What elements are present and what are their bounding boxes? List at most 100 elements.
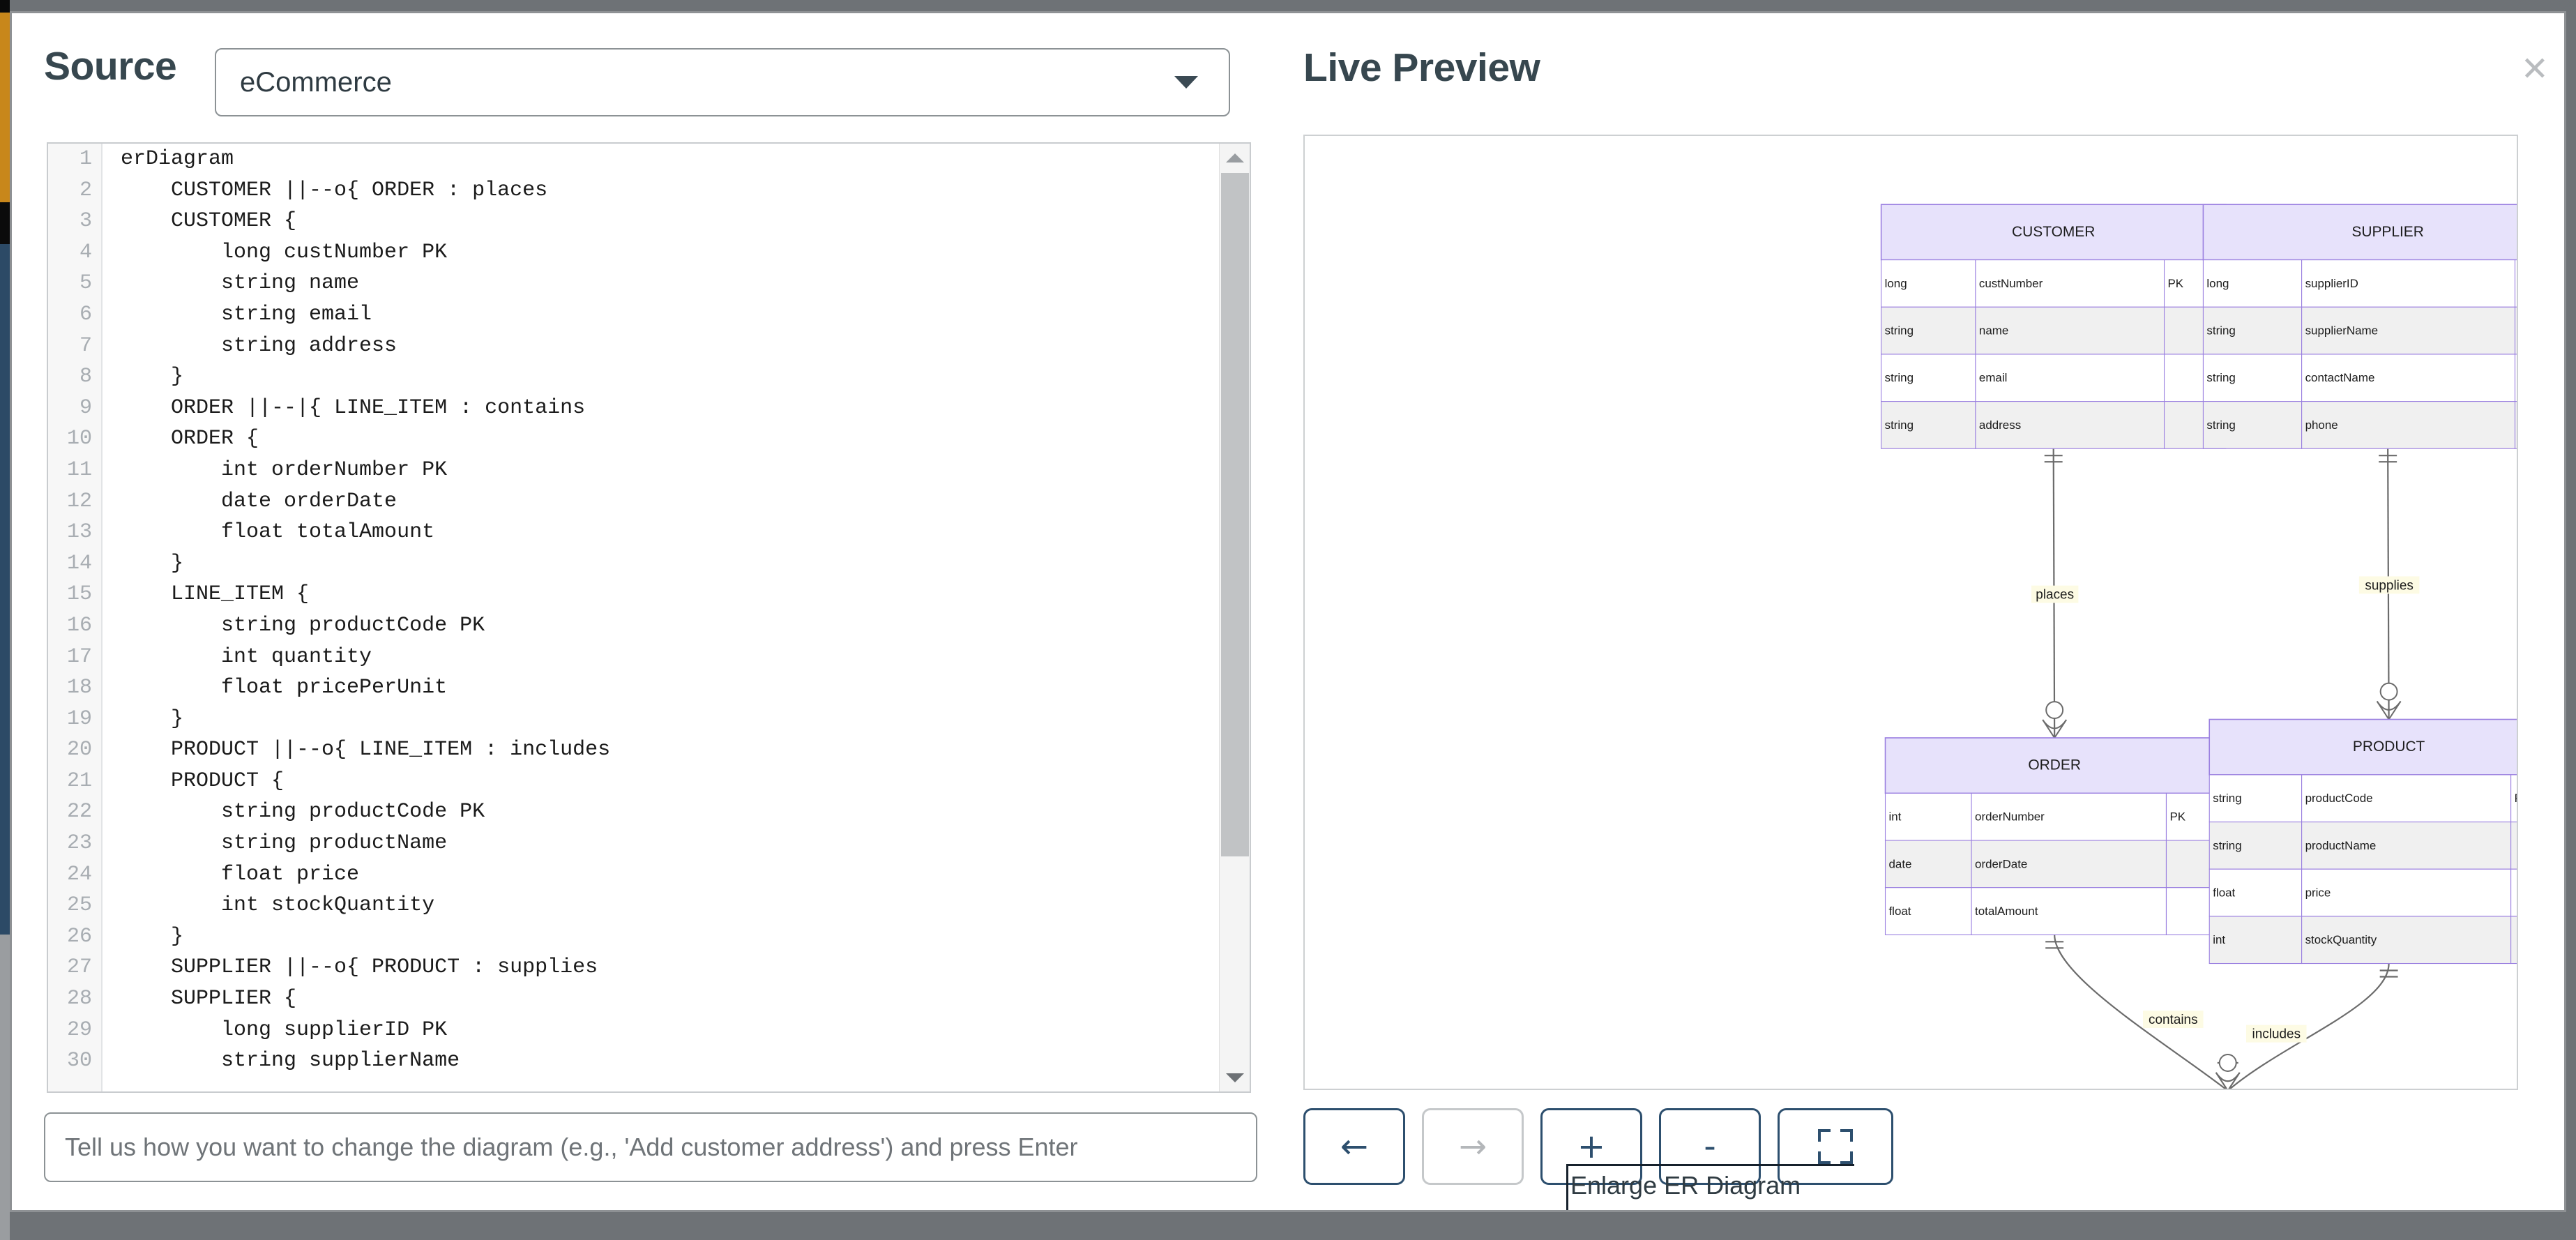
code-line[interactable]: CUSTOMER { (121, 209, 297, 234)
scroll-up-button[interactable] (1220, 144, 1250, 172)
line-number: 29 (66, 1018, 92, 1042)
code-content[interactable]: erDiagram CUSTOMER ||--o{ ORDER : places… (103, 144, 1218, 1091)
line-number: 15 (66, 582, 92, 607)
line-number: 1 (79, 147, 92, 171)
scrollbar-thumb[interactable] (1221, 173, 1249, 856)
back-button[interactable]: ← (1303, 1108, 1405, 1185)
code-line[interactable]: string name (121, 271, 360, 296)
er-attribute: email (1979, 371, 2007, 384)
line-number: 8 (79, 365, 92, 389)
code-line[interactable]: CUSTOMER ||--o{ ORDER : places (121, 178, 548, 202)
code-line[interactable]: PRODUCT ||--o{ LINE_ITEM : includes (121, 738, 611, 762)
bg-band-gray (0, 935, 10, 1240)
er-attribute: name (1979, 324, 2008, 338)
code-line[interactable]: float pricePerUnit (121, 676, 448, 700)
preview-toolbar: ← → + - (1303, 1108, 1893, 1185)
code-line[interactable]: long supplierID PK (121, 1018, 448, 1042)
code-line[interactable]: string email (121, 302, 372, 326)
line-number: 26 (66, 924, 92, 948)
er-attribute: string (1885, 418, 1914, 432)
code-line[interactable]: } (121, 551, 184, 575)
code-line[interactable]: erDiagram (121, 147, 234, 171)
er-entity-name: SUPPLIER (2351, 224, 2424, 240)
code-line[interactable]: } (121, 706, 184, 731)
line-number: 17 (66, 644, 92, 669)
er-attribute: contactName (2305, 371, 2375, 384)
er-attribute: PK (2169, 810, 2185, 824)
line-number: 11 (66, 458, 92, 482)
prompt-placeholder: Tell us how you want to change the diagr… (65, 1133, 1078, 1161)
line-number: 30 (66, 1049, 92, 1073)
code-line[interactable]: date orderDate (121, 489, 397, 513)
editor-scrollbar[interactable] (1219, 144, 1250, 1091)
code-line[interactable]: } (121, 924, 184, 948)
code-line[interactable]: string productCode PK (121, 800, 485, 824)
code-line[interactable]: int orderNumber PK (121, 458, 448, 482)
code-line[interactable]: long custNumber PK (121, 240, 448, 264)
zoom-out-button[interactable]: - (1659, 1108, 1761, 1185)
er-relationship-label: contains (2149, 1013, 2198, 1027)
er-attribute: price (2305, 886, 2331, 900)
er-attribute: int (2213, 933, 2225, 946)
code-line[interactable]: int quantity (121, 644, 372, 669)
code-line[interactable]: } (121, 365, 184, 389)
source-select[interactable]: eCommerce (215, 48, 1230, 116)
er-relationship: supplies (2358, 448, 2420, 720)
close-icon[interactable]: ✕ (2520, 50, 2549, 89)
bg-band-orange (0, 13, 10, 202)
er-attribute: orderDate (1975, 857, 2027, 870)
er-attribute: PK (2168, 277, 2184, 290)
er-attribute: string (1885, 371, 1914, 384)
line-number: 23 (66, 831, 92, 856)
line-number: 24 (66, 862, 92, 886)
er-attribute: string (2206, 418, 2235, 432)
line-number: 18 (66, 676, 92, 700)
code-line[interactable]: SUPPLIER ||--o{ PRODUCT : supplies (121, 955, 598, 980)
fullscreen-button[interactable] (1778, 1108, 1893, 1185)
code-line[interactable]: PRODUCT { (121, 769, 285, 793)
tooltip-text: Enlarge ER Diagram (1570, 1171, 1801, 1200)
code-line[interactable]: LINE_ITEM { (121, 582, 310, 607)
code-line[interactable]: float price (121, 862, 360, 886)
er-relationship-label: supplies (2365, 578, 2413, 593)
er-attribute: PK (2515, 792, 2517, 805)
code-line[interactable]: string productCode PK (121, 613, 485, 637)
zoom-in-button[interactable]: + (1540, 1108, 1642, 1185)
line-number: 9 (79, 395, 92, 420)
er-entity: SUPPLIERlongsupplierIDPKstringsupplierNa… (2202, 204, 2517, 449)
er-relationship: places (2031, 448, 2079, 739)
line-number: 21 (66, 769, 92, 793)
line-number: 25 (66, 893, 92, 918)
er-attribute: supplierName (2305, 324, 2379, 338)
code-line[interactable]: string productName (121, 831, 448, 856)
code-line[interactable]: string address (121, 333, 397, 358)
code-line[interactable]: int stockQuantity (121, 893, 435, 918)
er-relationship-label: includes (2252, 1027, 2301, 1042)
er-attribute: supplierID (2305, 277, 2358, 290)
er-diagram-preview[interactable]: placessuppliescontainsincludesappliesCUS… (1303, 135, 2518, 1090)
code-line[interactable]: SUPPLIER { (121, 987, 297, 1011)
source-select-value: eCommerce (240, 66, 392, 98)
er-attribute: phone (2305, 418, 2338, 432)
er-entity-name: CUSTOMER (2012, 224, 2095, 240)
diagram-prompt-input[interactable]: Tell us how you want to change the diagr… (44, 1112, 1257, 1182)
bg-band-navy (0, 244, 10, 935)
code-line[interactable]: float totalAmount (121, 520, 435, 545)
chevron-down-icon (1174, 76, 1198, 89)
forward-button[interactable]: → (1422, 1108, 1524, 1185)
page-title: Source (44, 44, 177, 89)
line-number: 6 (79, 302, 92, 326)
er-attribute: string (2213, 839, 2241, 852)
code-line[interactable]: ORDER ||--|{ LINE_ITEM : contains (121, 395, 586, 420)
code-line[interactable]: string supplierName (121, 1049, 460, 1073)
er-attribute: stockQuantity (2305, 933, 2377, 946)
er-attribute: productCode (2305, 792, 2373, 805)
scroll-down-button[interactable] (1220, 1064, 1250, 1091)
code-line[interactable]: ORDER { (121, 427, 259, 451)
line-number: 5 (79, 271, 92, 296)
